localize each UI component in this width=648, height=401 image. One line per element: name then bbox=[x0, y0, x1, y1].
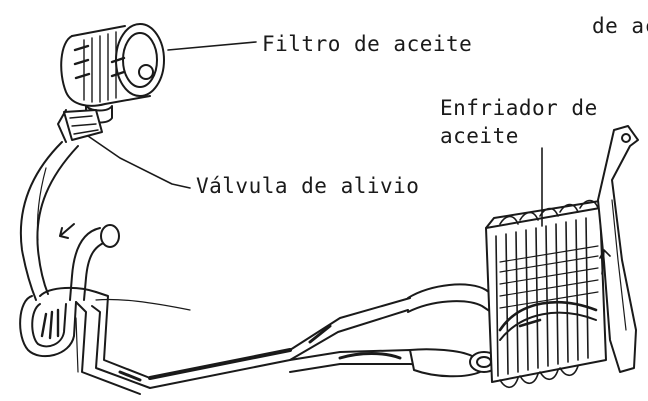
supply-hose-illustration bbox=[19, 141, 79, 301]
label-clipped-top-right: de ac bbox=[592, 14, 648, 38]
relief-valve-illustration bbox=[57, 109, 103, 143]
label-valvula-de-alivio: Válvula de alivio bbox=[196, 174, 420, 198]
label-enfriador-line2: aceite bbox=[440, 124, 519, 148]
lower-fitting-illustration bbox=[19, 286, 97, 358]
filter-leader-line bbox=[167, 41, 257, 51]
return-pipe-illustration bbox=[59, 223, 120, 301]
label-filtro-de-aceite: Filtro de aceite bbox=[262, 32, 473, 56]
valve-leader-line bbox=[87, 135, 191, 189]
oil-filter-illustration bbox=[60, 23, 165, 124]
label-enfriador-line1: Enfriador de bbox=[440, 96, 598, 120]
mounting-bracket-illustration bbox=[597, 125, 639, 373]
oil-cooler-illustration bbox=[485, 199, 607, 389]
cooler-lines-illustration bbox=[75, 291, 471, 395]
